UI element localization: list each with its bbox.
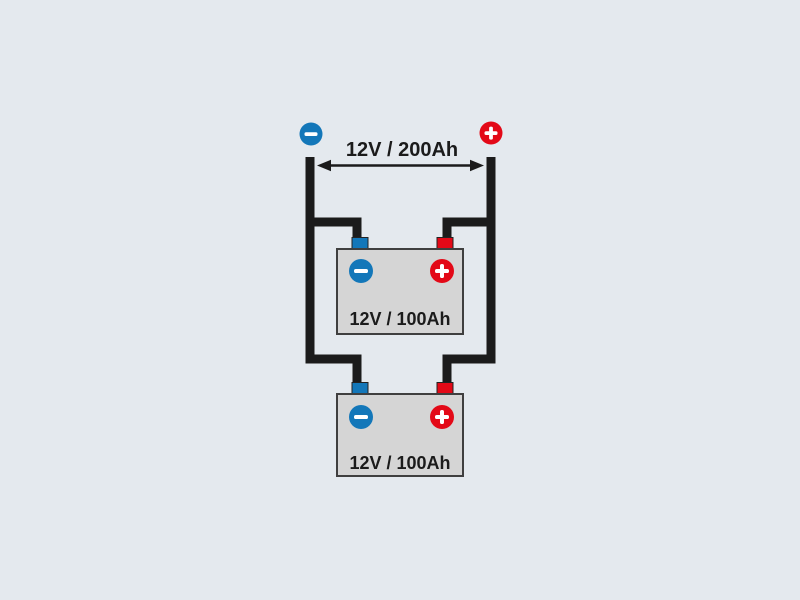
plus-icon-vbar [489,126,493,140]
battery2-capacity-label: 12V / 100Ah [349,453,450,473]
minus-icon-bar [354,415,368,419]
plus-icon-vbar [440,264,444,278]
bank-positive-terminal [479,121,503,145]
wire-battery1-negative-branch [310,217,362,240]
span-arrow-left-head [317,159,331,172]
wire-negative-bus [305,157,362,385]
bank-negative-terminal [299,122,323,146]
wire-battery1-positive-branch [442,217,491,240]
wiring [305,157,496,385]
battery2-positive-terminal [430,405,454,429]
minus-icon-bar [304,132,318,136]
battery-2: 12V / 100Ah [336,382,464,477]
span-arrow-right-head [470,159,484,172]
plus-icon-vbar [440,410,444,424]
span-arrow [317,159,484,172]
wire-positive-bus [442,157,496,385]
battery1-negative-terminal [349,259,373,283]
battery1-capacity-label: 12V / 100Ah [349,309,450,329]
minus-icon-bar [354,269,368,273]
battery1-positive-terminal [430,259,454,283]
battery-1: 12V / 100Ah [336,237,464,335]
battery2-negative-terminal [349,405,373,429]
bank-capacity-label: 12V / 200Ah [346,139,458,161]
